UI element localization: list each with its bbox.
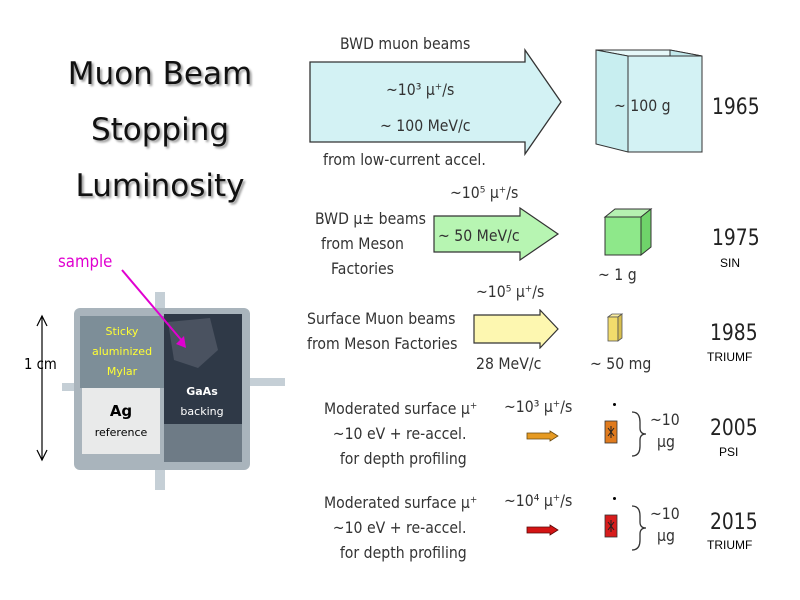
sample-pointer-arrow — [121, 269, 186, 348]
row-lab: SIN — [720, 256, 741, 270]
gaas-label-line: backing — [180, 405, 224, 418]
row-year: 1985 — [710, 321, 758, 346]
row-description-line: ~10 eV + re-accel. — [332, 518, 467, 537]
slide-title: Muon Beam Stopping Luminosity — [40, 46, 280, 214]
target-sample-1985 — [606, 313, 624, 342]
row-rate: ~10⁵ μ⁺/s — [450, 183, 519, 202]
beam-arrow-2015 — [526, 524, 559, 536]
row-mass-line: ~10 — [650, 410, 680, 429]
sample-label: sample — [58, 252, 113, 272]
row-description-line: Surface Muon beams — [307, 309, 456, 328]
row-description: BWD μ± beams from Meson Factories — [315, 206, 426, 281]
beam-arrow-2005 — [526, 430, 559, 442]
row-lab: TRIUMF — [707, 538, 753, 552]
row-description: Moderated surface μ⁺ ~10 eV + re-accel. … — [324, 490, 477, 565]
incident-muon-dot — [613, 497, 616, 500]
target-cube-1975 — [603, 207, 653, 257]
row-description-line: for depth profiling — [339, 543, 467, 562]
row-mass-line: μg — [657, 432, 675, 451]
row-year: 1965 — [712, 95, 760, 120]
gaas-label-line: GaAs — [186, 385, 218, 398]
row-mass: ~ 100 g — [614, 96, 671, 115]
row-rate: ~10³ μ⁺/s — [386, 80, 455, 99]
brace-2015 — [631, 505, 647, 551]
row-rate: ~10³ μ⁺/s — [504, 397, 573, 416]
row-header: BWD muon beams — [340, 34, 471, 53]
row-rate: ~10⁴ μ⁺/s — [504, 491, 573, 510]
title-line-1: Muon Beam — [67, 56, 253, 92]
row-description-line: Moderated surface μ⁺ — [324, 493, 478, 512]
gaas-label: GaAs backing — [164, 382, 240, 422]
row-lab: TRIUMF — [707, 350, 753, 364]
mylar-label-line: Sticky — [105, 325, 139, 338]
title-line-2: Stopping — [90, 112, 230, 148]
row-mass-line: ~10 — [650, 504, 680, 523]
ag-label-line: Ag — [109, 402, 133, 420]
row-description-line: Factories — [331, 259, 395, 278]
scale-label: 1 cm — [24, 355, 57, 373]
row-energy: 28 MeV/c — [476, 354, 542, 373]
sample-photo-graphic — [62, 292, 285, 490]
incident-muon-dot — [613, 403, 616, 406]
brace-2005 — [631, 411, 647, 457]
row-description-line: for depth profiling — [339, 449, 467, 468]
ag-label-line: reference — [94, 426, 148, 439]
row-description-line: BWD μ± beams — [315, 209, 426, 228]
row-mass: ~ 50 mg — [590, 354, 652, 373]
target-cube-1965 — [595, 49, 703, 153]
row-year: 2015 — [710, 510, 758, 535]
row-year: 2005 — [710, 416, 758, 441]
row-mass: ~10 μg — [650, 503, 680, 547]
scale-bar — [36, 314, 48, 462]
row-description-line: from Meson Factories — [307, 334, 458, 353]
row-rate: ~10⁵ μ⁺/s — [476, 282, 545, 301]
row-description-line: ~10 eV + re-accel. — [332, 424, 467, 443]
ag-label: Ag reference — [82, 400, 160, 444]
row-description: Moderated surface μ⁺ ~10 eV + re-accel. … — [324, 396, 477, 471]
row-energy: ~ 50 MeV/c — [438, 226, 520, 245]
row-mass: ~10 μg — [650, 409, 680, 453]
mylar-label-line: Mylar — [106, 365, 138, 378]
row-description-line: from Meson — [321, 234, 404, 253]
beam-arrow-1965 — [309, 48, 562, 157]
target-sample-2005 — [604, 420, 618, 444]
beam-arrow-1975 — [433, 206, 560, 262]
title-line-3: Luminosity — [75, 168, 245, 204]
beam-arrow-1985 — [473, 309, 559, 349]
row-energy: ~ 100 MeV/c — [380, 116, 471, 135]
row-description-line: Moderated surface μ⁺ — [324, 399, 478, 418]
row-lab: PSI — [719, 445, 739, 459]
row-mass-line: μg — [657, 526, 675, 545]
mylar-label: Sticky aluminized Mylar — [84, 322, 160, 382]
target-sample-2015 — [604, 514, 618, 538]
row-mass: ~ 1 g — [598, 265, 637, 284]
row-source: from low-current accel. — [323, 150, 486, 169]
row-description: Surface Muon beams from Meson Factories — [307, 306, 457, 356]
mylar-label-line: aluminized — [91, 345, 153, 358]
row-year: 1975 — [712, 226, 760, 251]
